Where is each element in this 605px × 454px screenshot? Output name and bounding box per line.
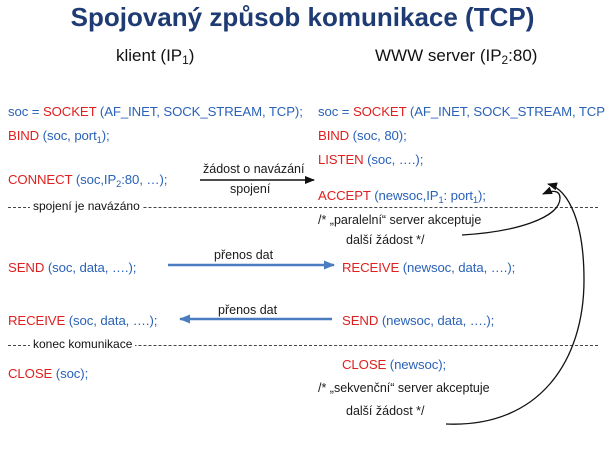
server-accept-fn: ACCEPT <box>318 188 371 203</box>
server-bind-fn: BIND <box>318 128 350 143</box>
server-accept-args: (newsoc,IP <box>370 188 439 203</box>
server-socket-args: (AF_INET, SOCK_STREAM, TCP) <box>406 104 605 119</box>
separator-end-label: konec komunikace <box>30 337 136 351</box>
server-send-call: SEND (newsoc, data, ….); <box>342 313 494 328</box>
server-header: WWW server (IP2:80) <box>375 46 537 66</box>
server-bind-args: (soc, 80); <box>349 128 407 143</box>
client-connect-fn: CONNECT <box>8 172 73 187</box>
client-receive-fn: RECEIVE <box>8 313 66 328</box>
server-close-fn: CLOSE <box>342 357 387 372</box>
server-header-sub: 2 <box>501 53 509 67</box>
separator-established-line <box>8 207 598 208</box>
separator-end-line <box>8 345 598 346</box>
client-header-text: klient (IP <box>116 46 183 65</box>
client-bind-args: (soc, port <box>39 128 97 143</box>
server-close-args: (newsoc); <box>386 357 447 372</box>
client-bind-fn: BIND <box>8 128 40 143</box>
server-socket-call: soc = SOCKET (AF_INET, SOCK_STREAM, TCP) <box>318 104 605 119</box>
client-close-args: (soc); <box>52 366 89 381</box>
server-bind-call: BIND (soc, 80); <box>318 128 407 143</box>
client-bind-call: BIND (soc, port1); <box>8 128 110 145</box>
server-receive-call: RECEIVE (newsoc, data, ….); <box>342 260 515 275</box>
separator-established-label: spojení je navázáno <box>30 199 143 213</box>
server-accept-close: ); <box>478 188 486 203</box>
sequential-loop-arrow <box>445 182 585 425</box>
sequential-comment-line1: /* „sekvenční“ server akceptuje <box>318 381 490 395</box>
client-socket-var: soc = <box>8 104 43 119</box>
client-receive-args: (soc, data, ….); <box>65 313 158 328</box>
server-listen-call: LISTEN (soc, ….); <box>318 152 423 167</box>
client-connect-args: (soc,IP <box>72 172 117 187</box>
server-close-call: CLOSE (newsoc); <box>342 357 446 372</box>
server-accept-call: ACCEPT (newsoc,IP1: port1); <box>318 188 486 205</box>
client-connect-call: CONNECT (soc,IP2:80, …); <box>8 172 168 189</box>
server-receive-args: (newsoc, data, ….); <box>399 260 516 275</box>
client-socket-call: soc = SOCKET (AF_INET, SOCK_STREAM, TCP)… <box>8 104 303 119</box>
server-receive-fn: RECEIVE <box>342 260 400 275</box>
client-close-call: CLOSE (soc); <box>8 366 88 381</box>
server-listen-args: (soc, ….); <box>363 152 424 167</box>
client-socket-args: (AF_INET, SOCK_STREAM, TCP); <box>96 104 303 119</box>
request-label-line2: spojení <box>230 182 271 196</box>
server-send-args: (newsoc, data, ….); <box>378 313 495 328</box>
transfer-right-label: přenos dat <box>214 248 274 262</box>
server-accept-sub2: 1 <box>472 195 478 205</box>
server-socket-fn: SOCKET <box>352 104 407 119</box>
parallel-comment-line2: další žádost */ <box>346 233 425 247</box>
parallel-loop-arrow <box>461 186 561 236</box>
transfer-left-label: přenos dat <box>218 303 278 317</box>
server-listen-fn: LISTEN <box>318 152 364 167</box>
server-socket-var: soc = <box>318 104 353 119</box>
client-close-fn: CLOSE <box>8 366 53 381</box>
page-title: Spojovaný způsob komunikace (TCP) <box>70 2 535 32</box>
request-label-line1: žádost o navázání <box>203 162 305 176</box>
server-header-text: WWW server (IP <box>375 46 502 65</box>
server-header-tail: :80) <box>508 46 538 65</box>
sequential-comment-line2: další žádost */ <box>346 404 425 418</box>
client-receive-call: RECEIVE (soc, data, ….); <box>8 313 157 328</box>
client-bind-close: ); <box>101 128 110 143</box>
client-send-fn: SEND <box>8 260 45 275</box>
client-send-args: (soc, data, ….); <box>44 260 137 275</box>
client-header: klient (IP1) <box>116 46 194 66</box>
client-socket-fn: SOCKET <box>42 104 97 119</box>
client-header-close: ) <box>188 46 195 65</box>
parallel-comment-line1: /* „paralelní“ server akceptuje <box>318 213 482 227</box>
client-bind-sub: 1 <box>96 135 102 145</box>
server-send-fn: SEND <box>342 313 379 328</box>
client-connect-tail: :80, …); <box>121 172 168 187</box>
client-connect-sub: 2 <box>116 179 122 189</box>
client-header-sub: 1 <box>182 53 189 67</box>
client-send-call: SEND (soc, data, ….); <box>8 260 136 275</box>
server-accept-mid: : port <box>443 188 474 203</box>
server-accept-sub: 1 <box>438 195 444 205</box>
